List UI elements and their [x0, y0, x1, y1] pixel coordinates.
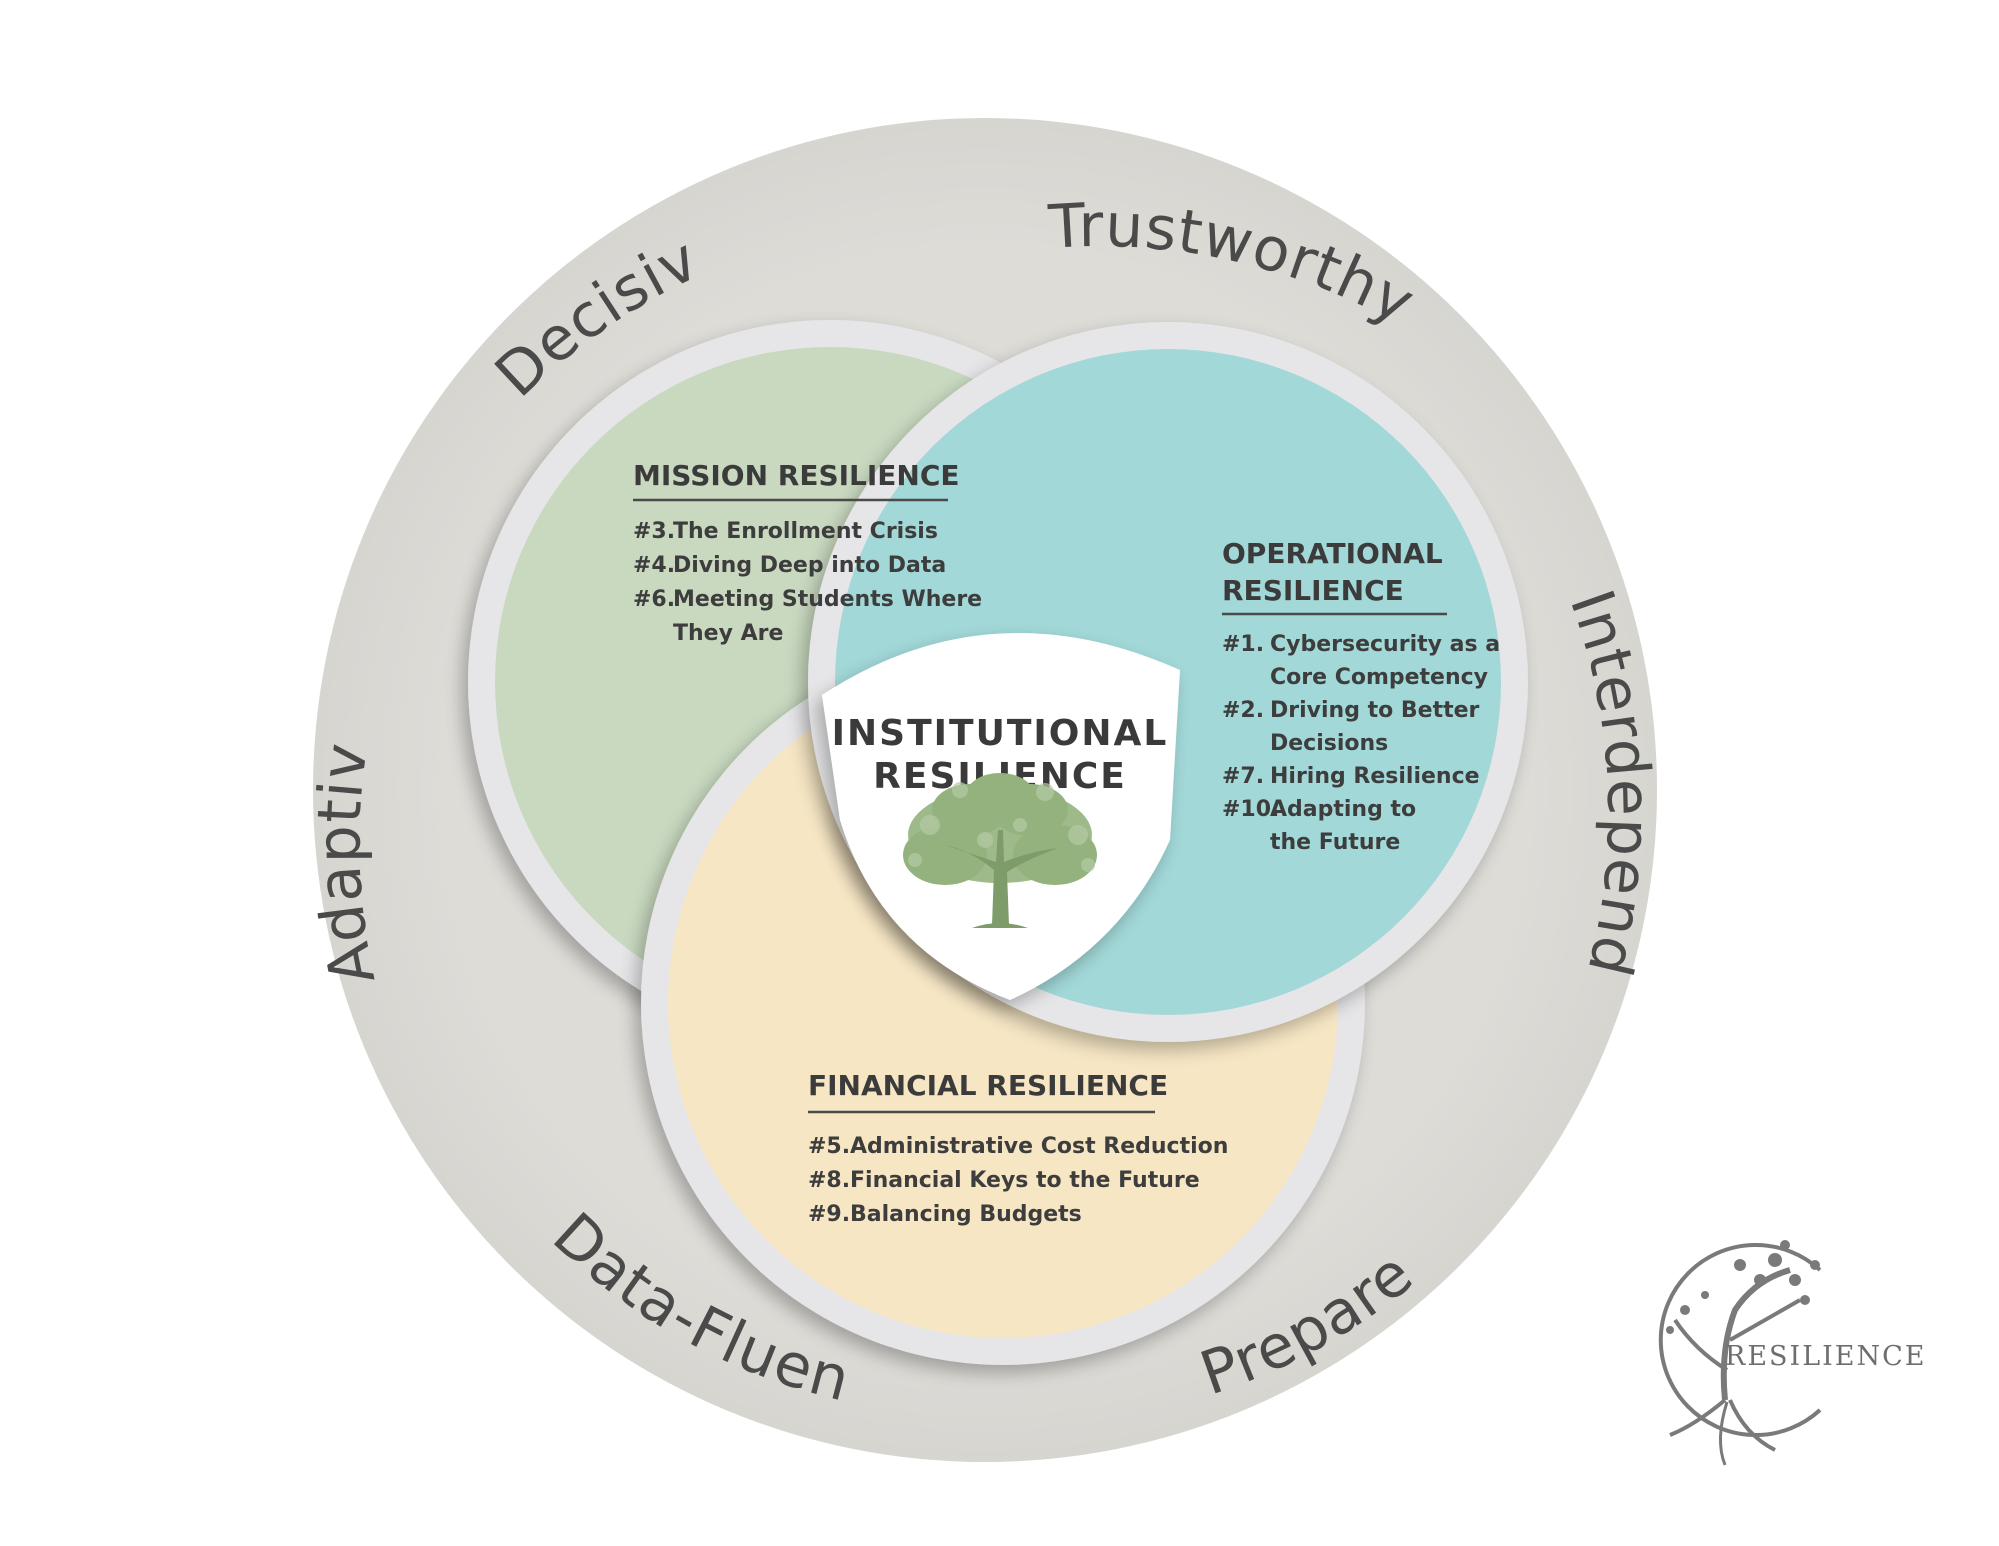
list-item: Administrative Cost Reduction	[850, 1134, 1228, 1159]
list-item: Decisions	[1270, 731, 1388, 756]
list-item-number: #8.	[808, 1168, 850, 1193]
list-item: The Enrollment Crisis	[673, 519, 938, 544]
mission-title: MISSION RESILIENCE	[633, 459, 960, 492]
financial-list: #5.Administrative Cost Reduction#8.Finan…	[808, 1134, 1228, 1227]
list-item: Financial Keys to the Future	[850, 1168, 1200, 1193]
ring-word-adaptive: Adaptive	[0, 0, 389, 991]
list-item-number: #6.	[633, 587, 675, 612]
list-item-number: #9.	[808, 1202, 850, 1227]
list-item: Core Competency	[1270, 665, 1488, 690]
list-item: Cybersecurity as a	[1270, 632, 1500, 657]
list-item: the Future	[1270, 830, 1400, 855]
list-item: Balancing Budgets	[850, 1202, 1082, 1227]
list-item: They Are	[673, 621, 783, 646]
mission-section: MISSION RESILIENCE #3.The Enrollment Cri…	[633, 459, 982, 646]
list-item-number: #7.	[1222, 764, 1264, 789]
operational-section: OPERATIONAL RESILIENCE #1.Cybersecurity …	[1222, 537, 1500, 855]
operational-list: #1.Cybersecurity as a Core Competency#2.D…	[1222, 632, 1500, 855]
operational-title-line-2: RESILIENCE	[1222, 574, 1404, 607]
list-item: Driving to Better	[1270, 698, 1480, 723]
list-item-number: #5.	[808, 1134, 850, 1159]
list-item: Diving Deep into Data	[673, 553, 946, 578]
financial-section: FINANCIAL RESILIENCE #5.Administrative C…	[808, 1069, 1228, 1227]
list-item-number: #10.	[1222, 797, 1279, 822]
resilience-logo: RESILIENCE	[1658, 1240, 1927, 1466]
list-item: Adapting to	[1270, 797, 1416, 822]
tree-icon	[903, 773, 1097, 928]
list-item-number: #1.	[1222, 632, 1264, 657]
list-item: Meeting Students Where	[673, 587, 982, 612]
operational-title-line-1: OPERATIONAL	[1222, 537, 1443, 570]
financial-title: FINANCIAL RESILIENCE	[808, 1069, 1168, 1102]
mission-list: #3.The Enrollment Crisis #4.Diving Deep i…	[633, 519, 982, 646]
center-title-line-1: INSTITUTIONAL	[832, 713, 1169, 754]
list-item-number: #2.	[1222, 698, 1264, 723]
list-item-number: #3.	[633, 519, 675, 544]
logo-word: RESILIENCE	[1725, 1341, 1927, 1372]
list-item-number: #4.	[633, 553, 675, 578]
list-item: Hiring Resilience	[1270, 764, 1480, 789]
tree-logo-icon	[1658, 1240, 1822, 1466]
